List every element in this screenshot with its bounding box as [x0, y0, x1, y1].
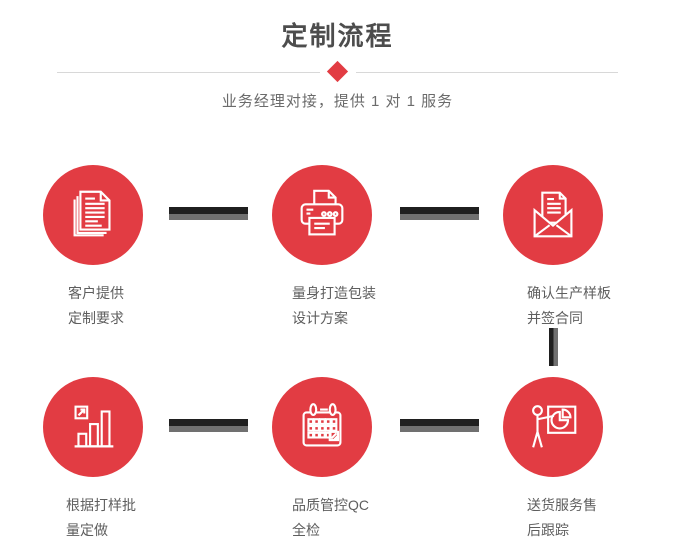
step-3-label: 确认生产样板 并签合同 — [527, 281, 611, 331]
calendar-icon — [302, 403, 342, 447]
step-5-circle — [272, 377, 372, 477]
step-5-label-line1: 品质管控QC — [292, 497, 369, 513]
presentation-icon — [532, 405, 577, 448]
step-3-label-line1: 确认生产样板 — [527, 285, 611, 301]
step-3-circle — [503, 165, 603, 265]
step-5-label-line2: 全检 — [292, 522, 320, 538]
step-1-label-line1: 客户提供 — [68, 285, 124, 301]
step-1-label-line2: 定制要求 — [68, 310, 124, 326]
step-4-label-line1: 根据打样批 — [66, 497, 136, 513]
step-4-label: 根据打样批 量定做 — [66, 493, 136, 543]
step-1-circle — [43, 165, 143, 265]
connector-step3-step6 — [549, 328, 558, 366]
subtitle: 业务经理对接，提供 1 对 1 服务 — [221, 93, 454, 110]
page-title: 定制流程 — [281, 21, 394, 51]
bar-chart-icon — [74, 405, 114, 448]
printer-icon — [300, 189, 344, 236]
step-6-circle — [503, 377, 603, 477]
step-6-label: 送货服务售 后跟踪 — [527, 493, 597, 543]
connector-step1-step2 — [169, 207, 248, 220]
step-4-circle — [43, 377, 143, 477]
connector-step4-step5 — [169, 419, 248, 432]
documents-icon — [73, 190, 111, 237]
step-2-label: 量身打造包装 设计方案 — [292, 281, 376, 331]
step-1-label: 客户提供 定制要求 — [68, 281, 124, 331]
step-2-label-line1: 量身打造包装 — [292, 285, 376, 301]
step-4-label-line2: 量定做 — [66, 522, 108, 538]
step-5-label: 品质管控QC 全检 — [292, 493, 369, 543]
connector-step5-step6 — [400, 419, 479, 432]
step-2-label-line2: 设计方案 — [292, 310, 348, 326]
envelope-icon — [533, 191, 573, 238]
step-6-label-line2: 后跟踪 — [527, 522, 569, 538]
step-3-label-line2: 并签合同 — [527, 310, 583, 326]
step-6-label-line1: 送货服务售 — [527, 497, 597, 513]
step-2-circle — [272, 165, 372, 265]
connector-step2-step3 — [400, 207, 479, 220]
